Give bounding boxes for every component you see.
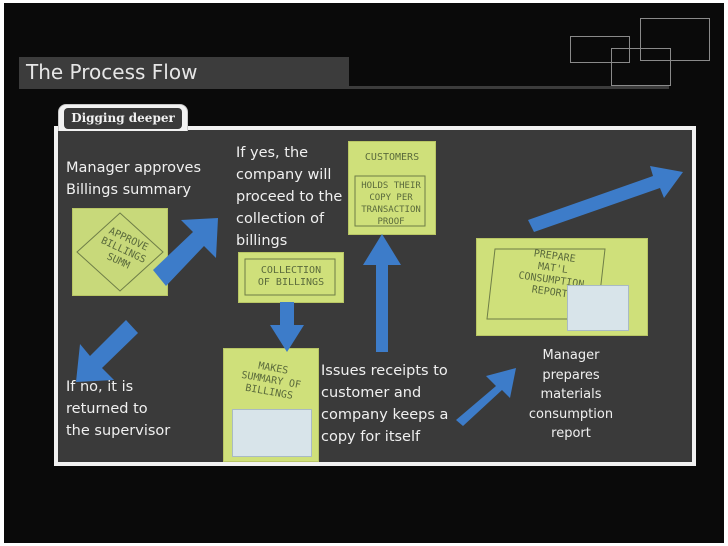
title-bar bbox=[19, 57, 349, 89]
collection-note-text: COLLECTION OF BILLINGS bbox=[257, 265, 325, 288]
customers-note-title: CUSTOMERS bbox=[364, 152, 420, 163]
caption-if-no: If no, it is returned to the supervisor bbox=[66, 379, 171, 439]
customers-box-sketch bbox=[354, 175, 426, 227]
arrow-to-summary bbox=[270, 302, 304, 352]
caption-manager-approves: Manager approves Billings summary bbox=[66, 160, 202, 198]
section-tab-label: Digging deeper bbox=[64, 108, 182, 129]
caption-issues-receipts: Issues receipts to customer and company … bbox=[321, 363, 449, 445]
title-rule bbox=[19, 86, 669, 89]
makes-summary-note: MAKES SUMMARY OF BILLINGS bbox=[223, 348, 319, 462]
decor-square-3 bbox=[611, 48, 671, 86]
collection-billings-note: COLLECTION OF BILLINGS bbox=[238, 252, 344, 303]
arrow-to-supervisor bbox=[76, 320, 138, 382]
arrow-to-collection bbox=[153, 218, 218, 286]
customers-note-text: HOLDS THEIR COPY PER TRANSACTION PROOF bbox=[361, 181, 421, 227]
caption-if-yes: If yes, the company will proceed to the … bbox=[236, 145, 343, 249]
decor-square-1 bbox=[640, 18, 710, 61]
decor-square-2 bbox=[570, 36, 630, 63]
section-tab: Digging deeper bbox=[58, 104, 188, 131]
page-title: The Process Flow bbox=[26, 60, 198, 84]
report-sheet bbox=[567, 285, 629, 331]
approve-billings-note: APPROVE BILLINGS SUMM bbox=[72, 208, 168, 296]
approve-diamond-sketch bbox=[76, 212, 164, 292]
caption-manager-prepares: Manager prepares materials consumption r… bbox=[528, 348, 614, 441]
slide: The Process Flow APPROVE BILLINGS SUMM C… bbox=[4, 3, 724, 543]
flow-arrows bbox=[76, 166, 683, 426]
arrow-next-step bbox=[528, 166, 683, 232]
arrow-to-customers bbox=[363, 234, 401, 352]
content-panel: APPROVE BILLINGS SUMM COLLECTION OF BILL… bbox=[54, 126, 696, 466]
collection-box-sketch bbox=[244, 258, 336, 296]
customers-note: CUSTOMERS HOLDS THEIR COPY PER TRANSACTI… bbox=[348, 141, 436, 235]
prepare-report-note: PREPARE MAT'L CONSUMPTION REPORT bbox=[476, 238, 648, 336]
arrow-to-report bbox=[456, 368, 516, 426]
billing-sheet bbox=[232, 409, 312, 457]
content-panel-inner: APPROVE BILLINGS SUMM COLLECTION OF BILL… bbox=[58, 130, 692, 462]
